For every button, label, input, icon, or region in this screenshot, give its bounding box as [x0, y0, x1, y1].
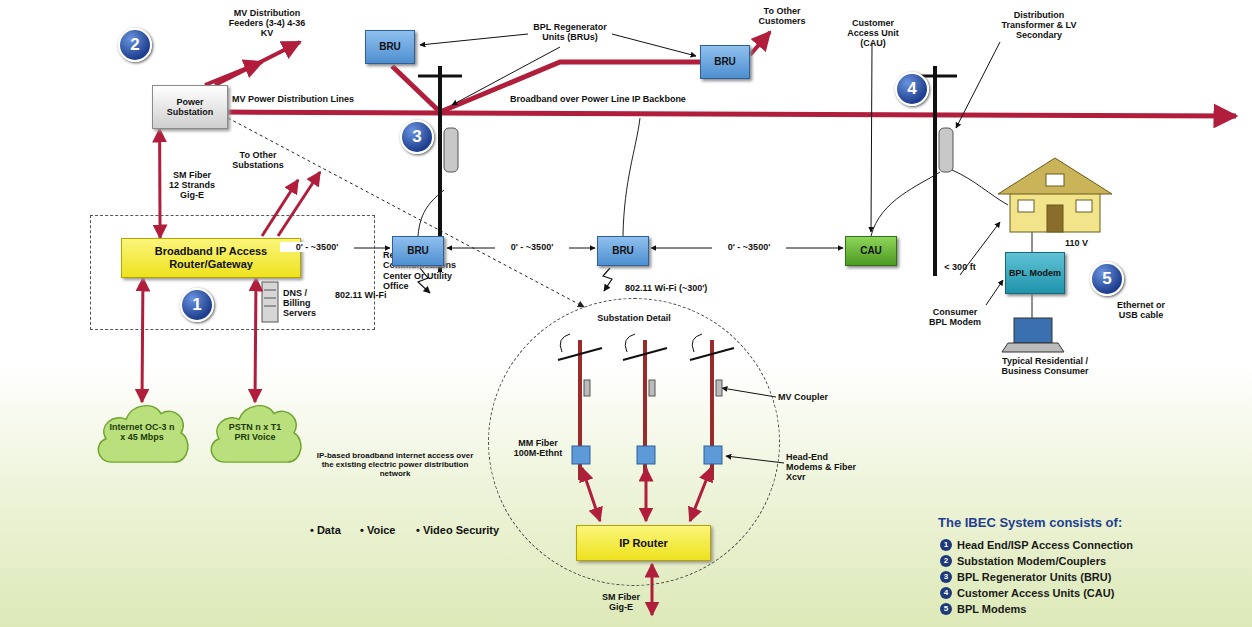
node-label: Internet OC-3 n x 45 Mbps [109, 422, 175, 443]
annotation: Broadband over Power Line IP Backbone [510, 94, 720, 104]
poles [418, 66, 957, 276]
annotation: DNS / Billing Servers [283, 288, 331, 318]
connector [228, 118, 584, 307]
legend-title: The IBEC System consists of: [938, 516, 1122, 530]
node-label: BRU [379, 41, 401, 53]
connector [141, 278, 145, 402]
annotation: BPL Regenerator Units (BRUs) [530, 22, 610, 42]
legend-number: 5 [940, 603, 952, 615]
substation-box: Power Substation [152, 85, 228, 129]
network-cloud: Internet OC-3 n x 45 Mbps [92, 398, 192, 466]
network-cloud: PSTN n x T1 PRI Voice [205, 398, 305, 466]
dimension: < 300 ft [936, 262, 984, 272]
dimension: 0' - ~3500' [280, 242, 354, 252]
node-label: Broadband IP Access Router/Gateway [136, 245, 286, 270]
callout-number: 5 [1090, 262, 1124, 296]
region-box: Regional Communications Center Or Utilit… [90, 215, 375, 330]
callout-number: 4 [895, 72, 929, 106]
modem-box: BPL Modem [1005, 252, 1065, 294]
annotation: Distribution Transformer & LV Secondary [1000, 10, 1078, 40]
bullet: • Voice [360, 524, 395, 536]
dimension: 0' - ~3500' [712, 242, 786, 252]
legend-number: 3 [940, 571, 952, 583]
annotation: Consumer BPL Modem [925, 307, 985, 327]
bullet: • Data [310, 524, 341, 536]
legend-number: 2 [940, 555, 952, 567]
node-label: BRU [612, 245, 634, 257]
callout-number: 1 [180, 288, 214, 322]
legend-entry: Substation Modem/Couplers [957, 555, 1106, 567]
annotation: MV Coupler [778, 392, 840, 402]
annotation: SM Fiber Gig-E [596, 592, 646, 612]
laptop [1002, 318, 1064, 352]
annotation: MV Power Distribution Lines [232, 94, 382, 104]
note: IP-based broadband internet access over … [310, 452, 480, 479]
drop-wires [418, 118, 1032, 318]
node-label: CAU [860, 245, 882, 257]
bru-box: BRU [365, 30, 415, 64]
connector [158, 129, 161, 238]
cau-box: CAU [845, 236, 897, 266]
node-label: BRU [714, 56, 736, 68]
node-label: BRU [407, 245, 429, 257]
node-label: BPL Modem [1009, 268, 1061, 278]
annotation: Customer Access Unit (CAU) [840, 18, 906, 48]
house [998, 158, 1112, 232]
annotation: MM Fiber 100M-Ethnt [510, 438, 566, 458]
bullet: • Video Security [416, 524, 499, 536]
annotation: 802.11 Wi-Fi (~300') [625, 283, 725, 293]
annotation: Typical Residential / Business Consumer [995, 356, 1095, 376]
router-box: IP Router [576, 525, 711, 561]
dns-server [262, 282, 278, 322]
annotation: 110 V [1065, 238, 1097, 248]
annotation: To Other Substations [228, 150, 288, 170]
substation-links [262, 172, 320, 236]
annotation: MV Distribution Feeders (3-4) 4-36 KV [222, 8, 312, 38]
node-label: Power Substation [153, 97, 227, 118]
legend-entry: BPL Modems [957, 603, 1026, 615]
node-label: PSTN n x T1 PRI Voice [222, 422, 288, 443]
annotation: 802.11 Wi-Fi [335, 290, 405, 300]
annotation: To Other Customers [752, 6, 812, 26]
connector [255, 278, 256, 402]
router-box: Broadband IP Access Router/Gateway [121, 238, 301, 278]
edge-label: SM Fiber 12 Strands Gig-E [166, 170, 218, 200]
node-label: IP Router [619, 537, 668, 550]
transformers [444, 128, 953, 172]
legend-entry: Head End/ISP Access Connection [957, 539, 1133, 551]
detail-poles [558, 334, 734, 615]
legend-entry: BPL Regenerator Units (BRU) [957, 571, 1111, 583]
legend-entry: Customer Access Units (CAU) [957, 587, 1114, 599]
bru-box: BRU [597, 236, 649, 266]
legend-number: 4 [940, 587, 952, 599]
annotation: Ethernet or USB cable [1110, 300, 1172, 320]
bru-box: BRU [392, 236, 444, 266]
bru-box: BRU [700, 45, 750, 79]
annotation: Head-End Modems & Fiber Xcvr [786, 452, 860, 482]
feeders [205, 42, 300, 85]
node-label: Substation Detail [589, 313, 679, 323]
dimension: 0' - ~3500' [495, 242, 569, 252]
callout-number: 3 [400, 120, 434, 154]
callout-number: 2 [118, 28, 152, 62]
legend-number: 1 [940, 539, 952, 551]
